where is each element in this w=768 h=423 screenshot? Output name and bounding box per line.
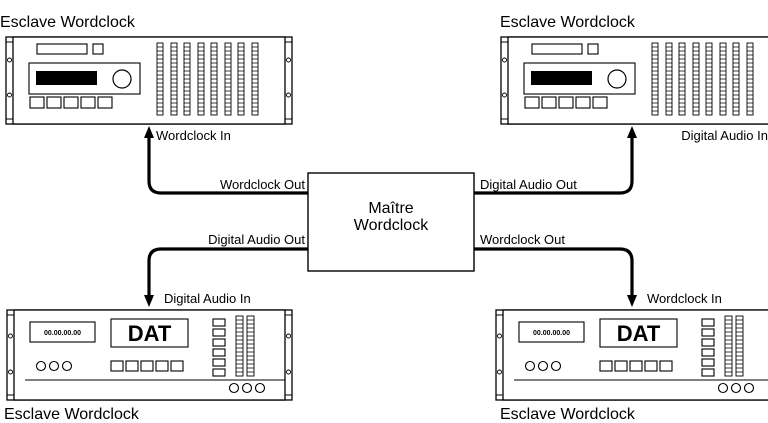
device-top-right [500, 36, 768, 125]
label-bl-in: Digital Audio In [164, 291, 251, 306]
meter-bank-top-right [651, 42, 754, 116]
master-label-line2: Wordclock [354, 217, 429, 234]
rack-screw-icon [497, 333, 502, 339]
button-round-icon [241, 382, 253, 394]
arrow-digital-audio-in-top-right [627, 126, 637, 138]
cable-top-left [147, 137, 308, 195]
rack-screw-icon [502, 92, 507, 98]
device-title-bottom-left: Esclave Wordclock [4, 406, 140, 423]
level-meter [236, 319, 254, 373]
device-bottom-left: 00.00.00.00 DAT [6, 309, 293, 401]
device-title-top-right: Esclave Wordclock [500, 14, 636, 31]
label-br-out: Wordclock Out [480, 232, 565, 247]
master-wordclock-box: Maître Wordclock [307, 172, 475, 272]
button-round-icon [524, 360, 536, 372]
lcd-display [531, 71, 592, 85]
button-round-icon [48, 360, 60, 372]
button-round-icon [730, 382, 742, 394]
button-round-icon [550, 360, 562, 372]
tape-counter: 00.00.00.00 [44, 330, 81, 337]
rack-screw-icon [7, 57, 12, 63]
button-round-icon [717, 382, 729, 394]
cable-bottom-right [474, 247, 634, 296]
arrow-wordclock-in-bottom-right [627, 295, 637, 307]
label-tr-out: Digital Audio Out [480, 177, 577, 192]
rack-screw-icon [7, 92, 12, 98]
device-top-left [5, 36, 293, 125]
rack-screw-icon [497, 369, 502, 375]
meter-bank-top-left [156, 42, 259, 116]
button-round-icon [743, 382, 755, 394]
button-round-icon [61, 360, 73, 372]
dat-brand-label: DAT [128, 321, 172, 346]
button-round-icon [254, 382, 266, 394]
connection-labels: Wordclock In Wordclock Out Digital Audio… [156, 128, 768, 306]
rack-screw-icon [502, 57, 507, 63]
lcd-display [36, 71, 97, 85]
rack-screw-icon [8, 333, 13, 339]
rack-screw-icon [8, 369, 13, 375]
arrow-wordclock-in-top-left [144, 126, 154, 138]
rack-screw-icon [286, 369, 291, 375]
cables [144, 126, 637, 307]
label-tl-out: Wordclock Out [220, 177, 305, 192]
tape-counter: 00.00.00.00 [533, 330, 570, 337]
rack-screw-icon [286, 333, 291, 339]
device-bottom-right: 00.00.00.00 DAT [495, 309, 768, 401]
rack-screw-icon [286, 57, 291, 63]
cable-bottom-left [147, 247, 308, 296]
cable-top-right [474, 137, 634, 195]
master-label-line1: Maître [368, 200, 413, 217]
knob-icon [112, 69, 132, 89]
dat-brand-label: DAT [617, 321, 661, 346]
rack-screw-icon [286, 92, 291, 98]
label-bl-out: Digital Audio Out [208, 232, 305, 247]
button-round-icon [228, 382, 240, 394]
arrow-digital-audio-in-bottom-left [144, 295, 154, 307]
button-round-icon [35, 360, 47, 372]
knob-icon [607, 69, 627, 89]
level-meter [725, 319, 743, 373]
label-tr-in: Digital Audio In [681, 128, 768, 143]
label-br-in: Wordclock In [647, 291, 722, 306]
device-title-bottom-right: Esclave Wordclock [500, 406, 636, 423]
label-tl-in: Wordclock In [156, 128, 231, 143]
button-round-icon [537, 360, 549, 372]
device-title-top-left: Esclave Wordclock [0, 14, 136, 31]
